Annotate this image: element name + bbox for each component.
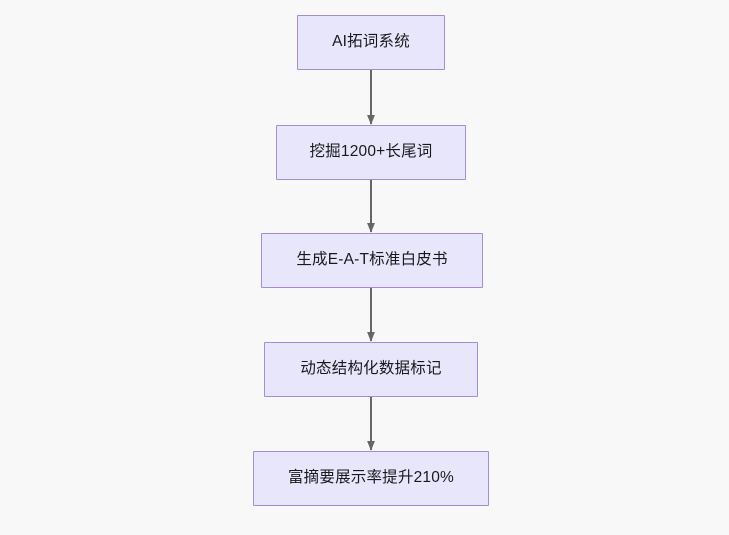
flowchart-node-3-label: 生成E-A-T标准白皮书 [296, 251, 448, 269]
flowchart-node-2[interactable]: 挖掘1200+长尾词 [276, 125, 466, 180]
flowchart-node-5[interactable]: 富摘要展示率提升210% [253, 451, 489, 506]
flowchart-node-3[interactable]: 生成E-A-T标准白皮书 [261, 233, 483, 288]
flowchart-node-1-label: AI拓词系统 [332, 33, 410, 51]
flowchart-node-5-label: 富摘要展示率提升210% [287, 469, 455, 487]
flowchart-node-4-label: 动态结构化数据标记 [300, 360, 442, 378]
flowchart-node-1[interactable]: AI拓词系统 [297, 15, 445, 70]
flowchart-node-4[interactable]: 动态结构化数据标记 [264, 342, 478, 397]
flowchart-node-2-label: 挖掘1200+长尾词 [309, 143, 433, 161]
